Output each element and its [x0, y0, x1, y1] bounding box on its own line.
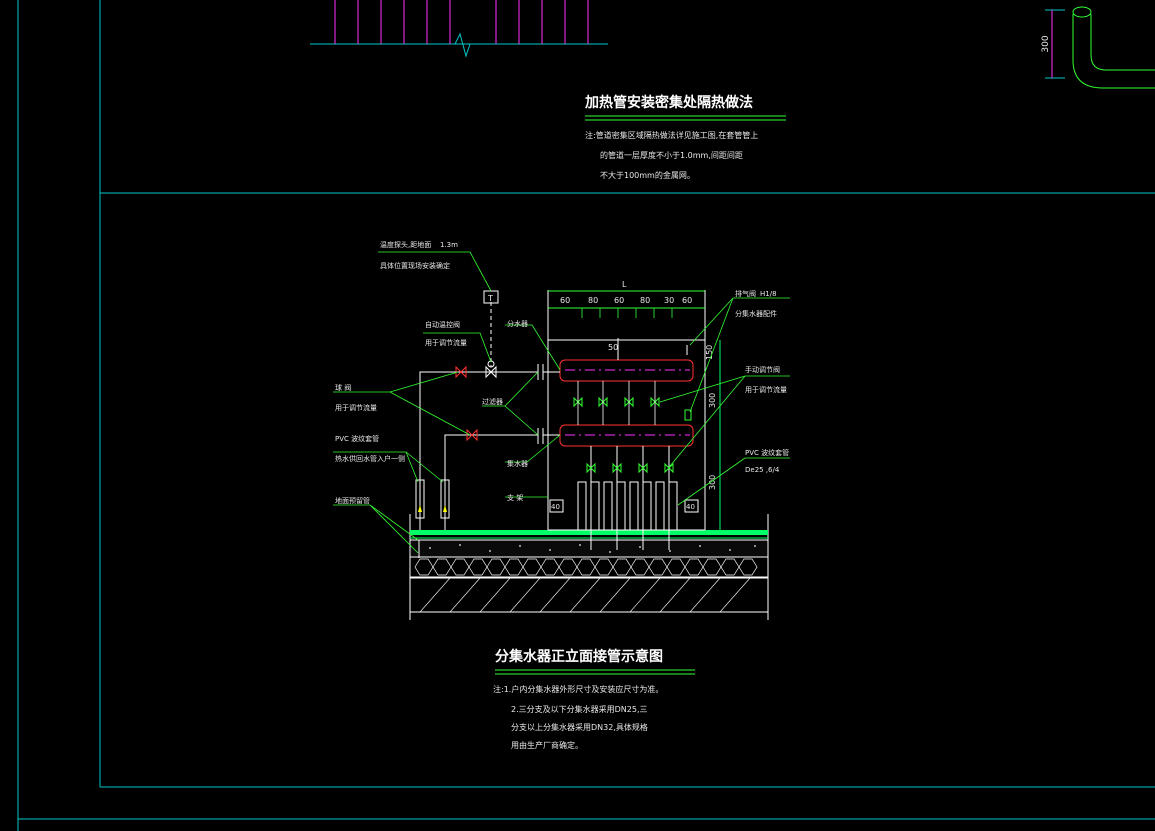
dim-60-c: 60 [682, 296, 692, 305]
branch-valves-upper [573, 396, 660, 408]
label-temp-sensor-2: 具体位置现场安装确定 [380, 261, 450, 270]
top-note-line-1: 注:管道密集区域隔热做法详见施工图,在套管管上 [585, 130, 758, 140]
label-thermo-valve-2: 用于调节流量 [425, 338, 467, 347]
dim-300b: 300 [708, 475, 717, 490]
label-thermo-valve: 自动温控阀 [425, 320, 460, 329]
label-filter: 过滤器 [482, 397, 503, 406]
dim-300: 300 [708, 393, 717, 408]
branch-valves-lower [586, 462, 674, 474]
inlet-piping [415, 290, 560, 558]
top-title: 加热管安装密集处隔热做法 [584, 94, 753, 111]
label-manifold-top: 分水器 [507, 319, 528, 328]
label-temp-sensor: 温度探头,距地面 [380, 240, 431, 249]
note-line-2: 2.三分支及以下分集水器采用DN25,三 [511, 704, 648, 714]
main-title: 分集水器正立面接管示意图 [495, 648, 663, 665]
label-return-manifold: 集水器 [507, 459, 528, 468]
frame [17, 0, 1155, 831]
label-temp-sensor-h: 1.3m [440, 241, 458, 249]
dim-150: 150 [705, 345, 714, 360]
dim-50: 50 [608, 343, 618, 352]
dim-60-b: 60 [614, 296, 624, 305]
label-manual-valve: 手动调节阀 [745, 365, 780, 374]
dim-60-a: 60 [560, 296, 570, 305]
branch-pipes-lower [577, 446, 678, 550]
dim-40-a: 40 [551, 503, 560, 511]
label-air-vent: 排气阀 [735, 289, 756, 298]
dim-40-b: 40 [686, 503, 695, 511]
label-pvc-pipe: PVC 波纹套管 [335, 434, 379, 443]
note-line-1: 注:1.户内分集水器外形尺寸及安装应尺寸为准。 [493, 684, 663, 694]
T-label: T [487, 294, 493, 303]
label-valve-2: 用于调节流量 [335, 403, 377, 412]
supply-manifold [559, 359, 694, 382]
label-air-vent-2: 分集水器配件 [735, 309, 777, 318]
label-floor-drain: 地面预留管 [335, 496, 370, 505]
top-note-line-3: 不大于100mm的金属网。 [600, 170, 695, 180]
dim-30: 30 [664, 296, 674, 305]
note-line-3: 分支以上分集水器采用DN32,具体规格 [511, 722, 648, 732]
dim-80-a: 80 [588, 296, 598, 305]
note-line-4: 用由生产厂商确定。 [511, 740, 583, 750]
top-note-line-2: 的管道一层厚度不小于1.0mm,间距间距 [600, 150, 743, 160]
riser-pipe-detail: 300 [1041, 6, 1155, 89]
label-bracket: 支 架 [507, 493, 523, 502]
floor-section [409, 514, 769, 620]
top-pipe-fragment [310, 0, 608, 58]
label-valve: 球 阀 [335, 383, 351, 392]
return-manifold [559, 424, 694, 447]
dim-L: L [622, 280, 627, 289]
label-pvc-pipe-2: 热水供回水管入户一侧 [335, 454, 405, 463]
dim-300-label: 300 [1041, 35, 1051, 52]
top-dimensions: 60 80 60 80 30 60 [560, 296, 692, 305]
label-manual-valve-2: 用于调节流量 [745, 385, 787, 394]
dim-80-b: 80 [640, 296, 650, 305]
leader-lines [333, 251, 790, 554]
label-pvc-spec: De25 ,6/4 [745, 466, 780, 474]
label-air-vent-h: H1/8 [760, 290, 777, 298]
label-pvc-pipe-r: PVC 波纹套管 [745, 448, 789, 457]
